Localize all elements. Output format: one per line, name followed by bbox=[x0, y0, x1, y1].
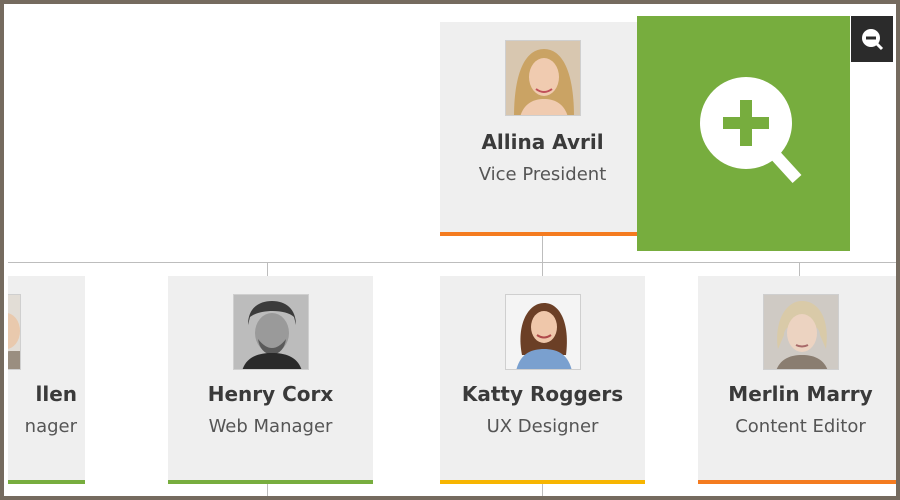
accent-bar bbox=[440, 480, 645, 484]
accent-bar bbox=[440, 232, 645, 236]
accent-bar bbox=[8, 480, 85, 484]
org-card-henry[interactable]: Henry Corx Web Manager bbox=[168, 276, 373, 484]
zoom-in-button[interactable] bbox=[637, 16, 850, 251]
connector-katty-below bbox=[542, 482, 543, 496]
person-role: Vice President bbox=[478, 164, 607, 185]
org-card-katty[interactable]: Katty Roggers UX Designer bbox=[440, 276, 645, 484]
zoom-in-icon bbox=[700, 77, 802, 184]
avatar bbox=[232, 294, 309, 370]
portrait-partial bbox=[8, 295, 20, 369]
org-chart-viewport[interactable]: Allina Avril Vice President llen nager bbox=[8, 8, 896, 496]
person-name: llen bbox=[35, 382, 77, 406]
avatar bbox=[8, 294, 21, 370]
portrait-brunette-woman bbox=[505, 295, 580, 369]
person-role: Content Editor bbox=[735, 416, 866, 437]
portrait-blonde-woman bbox=[505, 41, 580, 115]
portrait-bearded-man bbox=[233, 295, 308, 369]
person-name: Katty Roggers bbox=[461, 382, 624, 406]
org-card-top[interactable]: Allina Avril Vice President bbox=[440, 22, 645, 236]
accent-bar bbox=[698, 480, 896, 484]
connector-henry-below bbox=[267, 482, 268, 496]
connector-top-down bbox=[542, 234, 543, 262]
zoom-out-button[interactable] bbox=[851, 16, 893, 62]
person-role: Web Manager bbox=[208, 416, 333, 437]
connector-henry bbox=[267, 262, 268, 276]
org-card-merlin[interactable]: Merlin Marry Content Editor bbox=[698, 276, 896, 484]
connector-merlin bbox=[799, 262, 800, 276]
person-role: nager bbox=[24, 416, 77, 437]
accent-bar bbox=[168, 480, 373, 484]
connector-katty bbox=[542, 262, 543, 276]
person-name: Henry Corx bbox=[207, 382, 334, 406]
person-name: Merlin Marry bbox=[728, 382, 873, 406]
portrait-blonde-woman-short bbox=[763, 295, 838, 369]
org-card-partial[interactable]: llen nager bbox=[8, 276, 85, 484]
zoom-out-icon bbox=[862, 29, 884, 51]
person-name: Allina Avril bbox=[481, 130, 604, 154]
person-role: UX Designer bbox=[486, 416, 599, 437]
avatar bbox=[504, 40, 581, 116]
avatar bbox=[504, 294, 581, 370]
connector-horizontal bbox=[8, 262, 896, 263]
avatar bbox=[762, 294, 839, 370]
